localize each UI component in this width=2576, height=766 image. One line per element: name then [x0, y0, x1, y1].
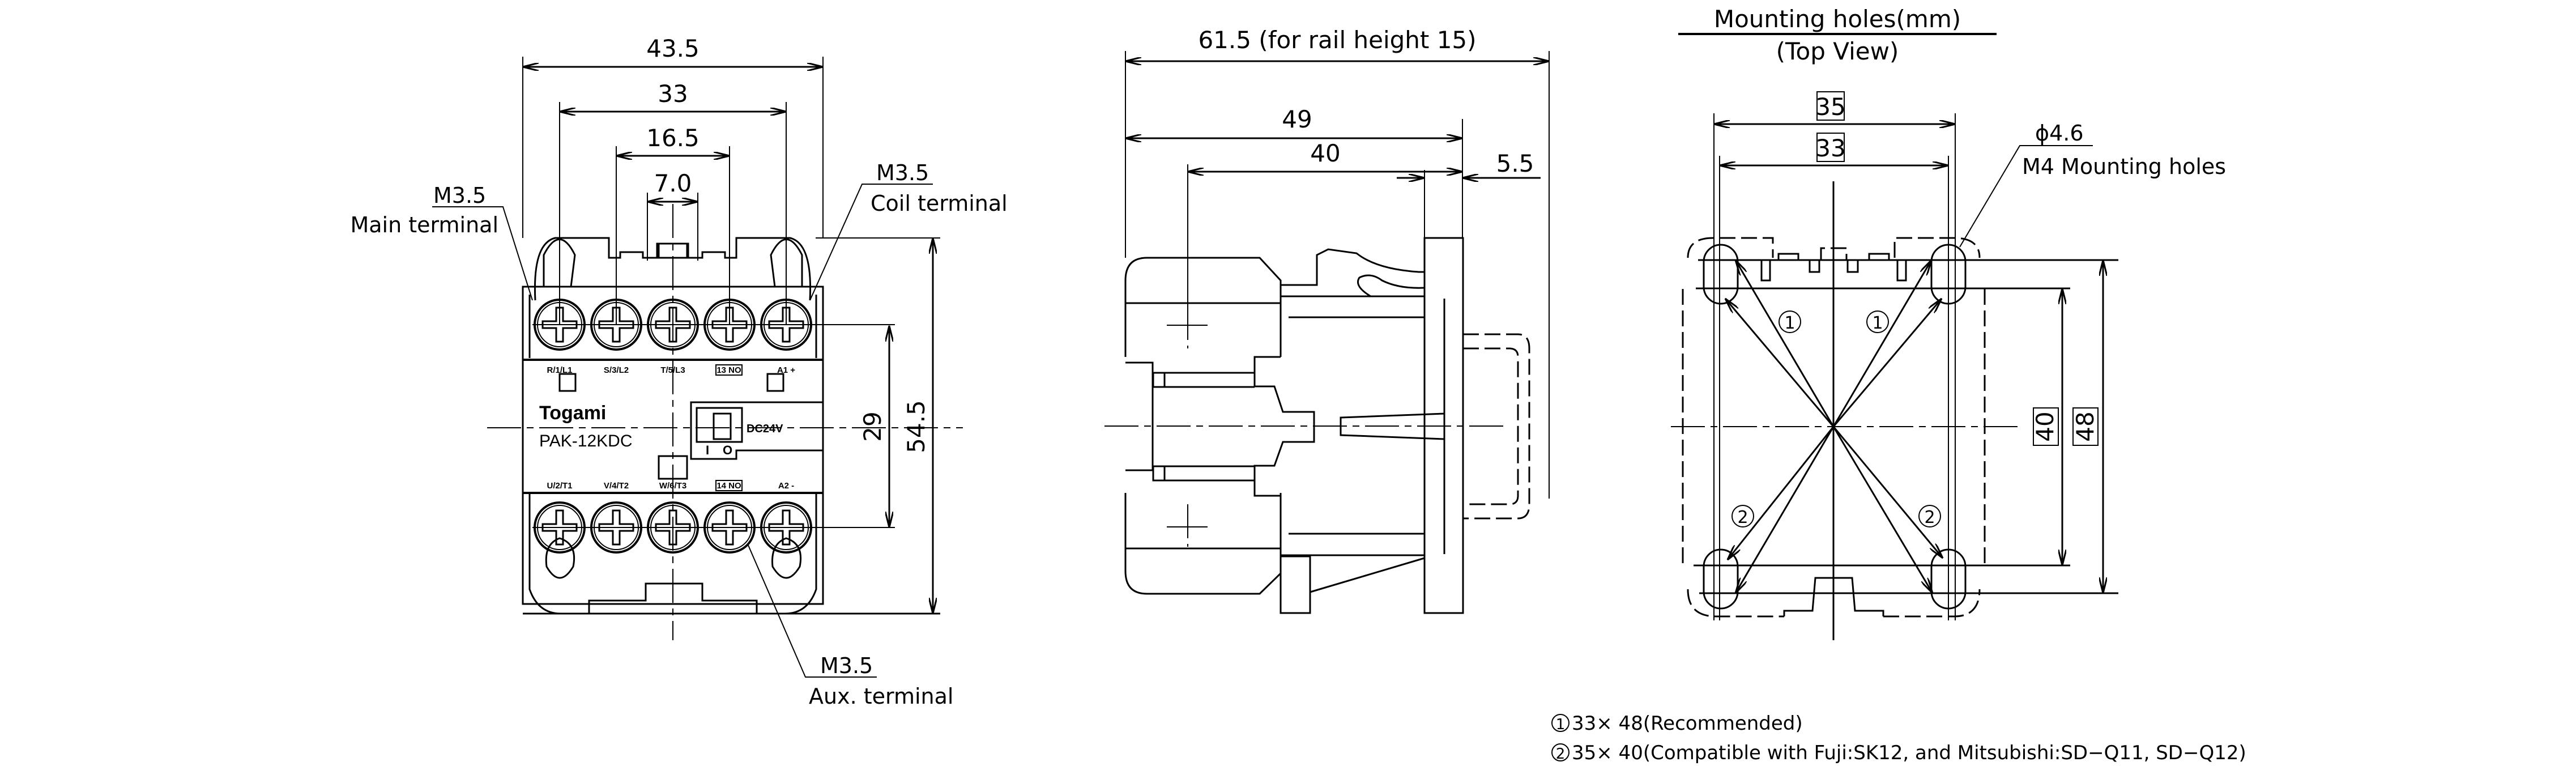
terminal-label: A1 +: [777, 365, 795, 375]
dim-screw-row-spacing: 29: [859, 326, 889, 527]
dim-height-48: 48: [2071, 260, 2103, 593]
dim-label: 16.5: [646, 124, 700, 152]
main-terminal-size: M3.5: [433, 183, 486, 208]
dim-label: 40: [2031, 411, 2059, 441]
hole-diameter: ϕ4.6: [2035, 121, 2084, 146]
dim-label: 43.5: [646, 35, 700, 62]
coil-voltage: DC24V: [747, 423, 783, 435]
terminal-label: A2 -: [778, 481, 794, 491]
coil-terminal-size: M3.5: [876, 160, 929, 185]
callout-aux-terminal: M3.5 Aux. terminal: [747, 543, 953, 709]
aux-terminal-label: Aux. terminal: [809, 684, 953, 709]
terminal-labels-top: R/1/L1 S/3/L2 T/5/L3 13 NO A1 +: [547, 364, 795, 376]
dim-label: 7.0: [654, 169, 692, 197]
marker-1: 1: [1872, 313, 1883, 333]
dim-screw-pitch-outer: 33: [559, 80, 787, 325]
dim-label: 40: [1310, 139, 1340, 167]
dim-screw-pitch-inner: 16.5: [616, 124, 730, 325]
switch-off-mark: O: [723, 443, 732, 457]
dim-label: 61.5 (for rail height 15): [1198, 26, 1476, 54]
coil-terminal-label: Coil terminal: [871, 191, 1008, 216]
dim-label: 35: [1815, 93, 1845, 121]
hole-pattern-markers: 1 1 2 2: [1731, 310, 1941, 527]
dim-height-40: 40: [2031, 288, 2062, 565]
mounting-subtitle: (Top View): [1776, 37, 1899, 65]
terminal-label: 14 NO: [716, 481, 741, 491]
hole-pattern-arrows: [1725, 260, 1943, 593]
notes: 1 33× 48(Recommended) 2 35× 40(Compatibl…: [1551, 712, 2246, 764]
dim-label: 33: [658, 80, 688, 108]
dim-overall-width: 43.5: [522, 35, 824, 238]
mounting-title: Mounting holes(mm): [1714, 5, 1961, 33]
dim-label: 5.5: [1496, 150, 1534, 177]
note-text: 33× 48(Recommended): [1572, 712, 1803, 735]
dim-label: 49: [1282, 105, 1312, 133]
marker-2: 2: [1737, 508, 1748, 527]
side-view: 61.5 (for rail height 15) 49 40 5.5: [1104, 26, 1550, 614]
dim-screw-depth: 40: [1187, 139, 1462, 325]
terminal-labels-bottom: U/2/T1 V/4/T2 W/6/T3 14 NO A2 -: [547, 480, 794, 491]
note-marker: 2: [1556, 746, 1566, 763]
note-2: 2 35× 40(Compatible with Fuji:SK12, and …: [1551, 742, 2246, 764]
dim-width-33: 33: [1719, 133, 1949, 620]
dim-center-width: 7.0: [647, 169, 698, 261]
dim-label: 48: [2071, 411, 2099, 441]
dim-width-35: 35: [1713, 91, 1956, 620]
dim-overall-depth: 61.5 (for rail height 15): [1125, 26, 1550, 499]
brand-logo: Togami: [539, 402, 606, 424]
marker-2: 2: [1924, 508, 1935, 527]
dim-label: 29: [859, 411, 886, 441]
terminal-label: U/2/T1: [547, 481, 572, 491]
dim-body-depth: 49: [1125, 105, 1463, 238]
aux-terminal-size: M3.5: [820, 653, 873, 678]
mounting-view: Mounting holes(mm) (Top View) 35 33 ϕ4.6…: [1671, 5, 2226, 640]
marker-1: 1: [1784, 313, 1795, 333]
dim-base-thickness: 5.5: [1397, 150, 1541, 238]
mounting-hole-icon: [1703, 548, 1739, 610]
front-view: 43.5 33 16.5 7.0 M3.5 Main terminal: [350, 35, 1007, 709]
dim-label: 33: [1815, 134, 1845, 162]
terminal-label: S/3/L2: [604, 365, 629, 375]
terminal-label: R/1/L1: [547, 365, 572, 375]
callout-main-terminal: M3.5 Main terminal: [350, 183, 533, 301]
note-1: 1 33× 48(Recommended): [1551, 712, 1803, 735]
model-number: PAK-12KDC: [539, 432, 633, 450]
mounting-hole-icon: [1703, 244, 1739, 305]
switch-on-mark: I: [706, 443, 709, 457]
callout-coil-terminal: M3.5 Coil terminal: [809, 160, 1008, 301]
main-terminal-label: Main terminal: [350, 212, 498, 237]
note-marker: 1: [1556, 716, 1566, 733]
callout-mounting-holes: ϕ4.6 M4 Mounting holes: [1959, 121, 2226, 248]
terminal-label: 13 NO: [716, 365, 741, 375]
note-text: 35× 40(Compatible with Fuji:SK12, and Mi…: [1572, 742, 2246, 764]
terminal-label: V/4/T2: [604, 481, 629, 491]
dim-overall-height: 54.5: [816, 237, 940, 614]
dim-label: 54.5: [902, 400, 930, 453]
hole-label: M4 Mounting holes: [2022, 154, 2226, 179]
